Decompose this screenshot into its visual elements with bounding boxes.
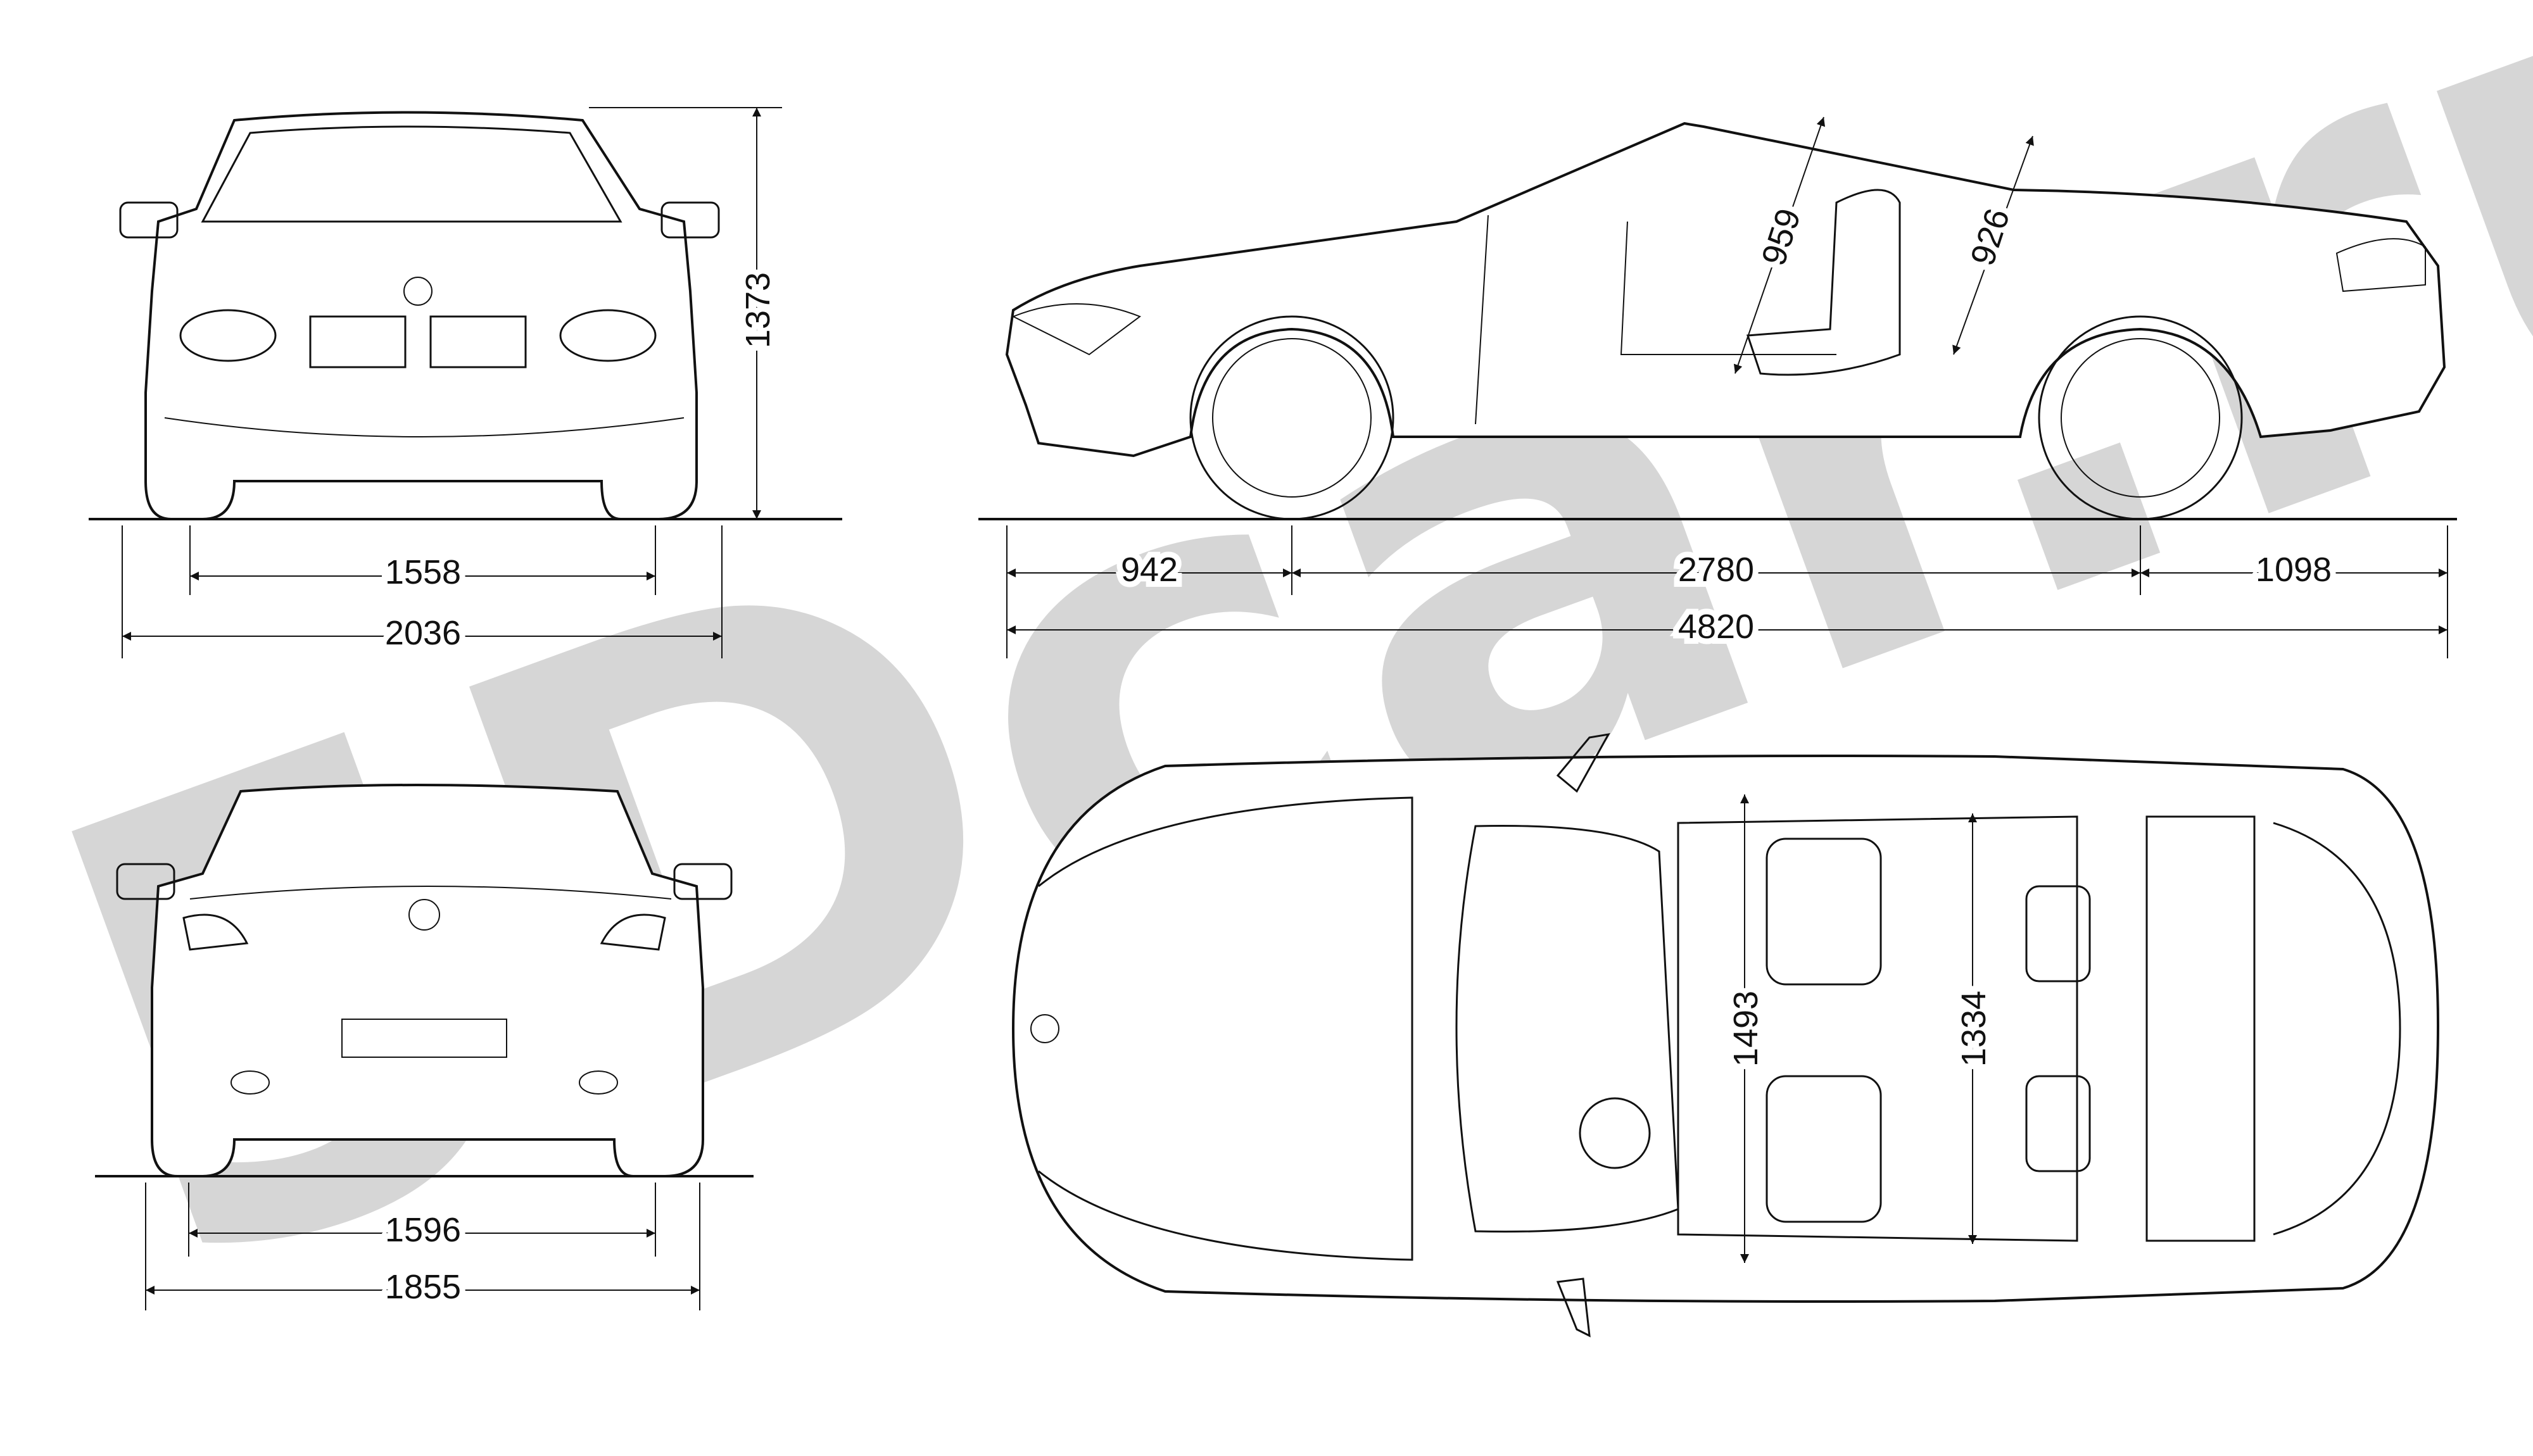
- top-view-mirror-right: [1556, 1277, 1591, 1338]
- top-view-front-seat-left: [1766, 838, 1882, 986]
- front-view-bumper: [164, 417, 685, 437]
- rear-view-exhaust-right: [579, 1070, 618, 1095]
- side-view-headlight: [1011, 303, 1142, 356]
- wheelbase-label: 2780: [1678, 551, 1754, 589]
- front-shoulder-width-label: 1493: [1727, 991, 1765, 1067]
- rear-headroom-line: [1952, 135, 2034, 355]
- top-view-trunk: [2145, 815, 2401, 1242]
- front-view-car-outline: [144, 111, 698, 520]
- rear-overhang-label: 1098: [2256, 551, 2332, 589]
- rear-shoulder-width-label: 1334: [1955, 991, 1993, 1067]
- top-view-hood: [1038, 796, 1413, 1261]
- rear-view-dimensions: 1596 1855: [145, 1183, 700, 1312]
- top-view: 1493 1334: [1011, 733, 2440, 1338]
- front-view-windshield: [201, 125, 622, 223]
- rear-view-license-plate: [341, 1019, 507, 1058]
- bmw-logo-icon: [403, 277, 433, 306]
- front-view-mirror-right: [660, 201, 720, 239]
- rear-view-taillight-right: [600, 913, 666, 951]
- top-view-windshield: [1455, 825, 1679, 1233]
- front-overhang-label: 942: [1121, 551, 1178, 589]
- side-view-front-wheel: [1189, 315, 1394, 520]
- front-view: [89, 111, 842, 520]
- rear-bmw-logo-icon: [408, 899, 440, 931]
- rear-view: [95, 784, 754, 1177]
- front-view-grille: [309, 315, 527, 368]
- side-view-rear-rim: [2061, 338, 2220, 498]
- top-bmw-logo-icon: [1030, 1014, 1059, 1043]
- side-view-taillight: [2335, 238, 2426, 292]
- front-view-headlight-left: [179, 309, 277, 362]
- side-view-dimensions: 942 2780 1098 4820: [1006, 525, 2448, 658]
- top-view-cabin: [1677, 815, 2078, 1242]
- side-view: 959 926: [978, 116, 2457, 520]
- top-view-steering-wheel: [1579, 1097, 1651, 1169]
- rear-view-mirror-right: [673, 863, 733, 900]
- front-track-label: 1558: [385, 553, 461, 591]
- rear-view-taillight-left: [182, 913, 249, 951]
- top-view-car-outline: [1011, 755, 2440, 1303]
- rear-view-mirror-left: [116, 863, 175, 900]
- top-view-rear-seat-left: [2025, 885, 2091, 982]
- rear-view-exhaust-left: [231, 1070, 270, 1095]
- side-view-car-outline: [1005, 122, 2446, 458]
- front-view-dimensions: 1558 2036 1373: [122, 107, 783, 658]
- front-headroom-line: [1733, 116, 1826, 374]
- rear-view-car-outline: [151, 784, 704, 1177]
- rear-view-trunk-line: [189, 886, 672, 900]
- rear-track-label: 1596: [385, 1211, 461, 1249]
- overall-width-label: 2036: [385, 614, 461, 652]
- body-width-label: 1855: [385, 1268, 461, 1306]
- front-view-headlight-right: [559, 309, 657, 362]
- top-view-front-seat-right: [1766, 1075, 1882, 1223]
- side-view-seat: [1746, 189, 1901, 376]
- top-view-rear-seat-right: [2025, 1075, 2091, 1172]
- top-view-mirror-left: [1556, 733, 1610, 793]
- height-label: 1373: [739, 272, 777, 348]
- side-view-rear-wheel: [2038, 315, 2243, 520]
- front-view-mirror-left: [119, 201, 179, 239]
- side-view-front-rim: [1212, 338, 1372, 498]
- length-label: 4820: [1678, 608, 1754, 646]
